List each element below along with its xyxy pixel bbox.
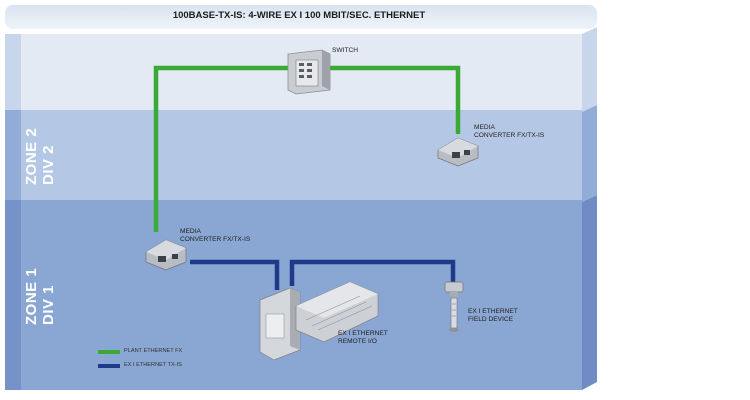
right-side-band-top [582,27,597,112]
converter-left-label: MEDIA CONVERTER FX/TX-IS [180,228,250,244]
left-side-band-zone2 [5,110,21,202]
copper-line-left [190,259,280,290]
copper-line-io-field [289,259,456,286]
zone-1-line1: ZONE 1 [23,267,40,325]
zone-2-label: ZONE 2 DIV 2 [23,127,57,185]
legend-label-copper: EX I ETHERNET TX-IS [124,362,182,368]
switch-device [287,49,331,95]
field-device-label-line1: EX I ETHERNET [468,308,518,315]
fiber-line-right [328,65,461,134]
legend-swatch-fiber [98,350,120,354]
media-converter-right [437,137,479,167]
converter-right-label-line1: MEDIA [474,124,495,131]
converter-left-label-line1: MEDIA [180,228,201,235]
title-bar [5,5,597,29]
legend-label-fiber: PLANT ETHERNET FX [124,348,183,354]
converter-right-label: MEDIA CONVERTER FX/TX-IS [474,124,544,140]
remote-io-label-line2: REMOTE I/O [338,338,377,345]
diagram-title: 100BASE-TX-IS: 4-WIRE EX I 100 MBIT/SEC.… [172,10,426,21]
field-device [444,281,464,332]
converter-left-label-line2: CONVERTER FX/TX-IS [180,236,251,243]
remote-io-label-line1: EX I ETHERNET [338,330,388,337]
right-side-band-zone2 [582,105,597,202]
right-side-band-zone1 [582,195,597,390]
left-side-band-top [5,34,21,112]
converter-right-label-line2: CONVERTER FX/TX-IS [474,132,545,139]
zone-2-band [18,110,582,202]
zone-2-line1: ZONE 2 [23,127,40,185]
fiber-line [153,65,295,232]
zone-2-line2: DIV 2 [40,144,57,185]
switch-label: SWITCH [332,47,359,54]
remote-io-label: EX I ETHERNET REMOTE I/O [338,330,388,346]
zone-1-line2: DIV 1 [40,284,57,325]
left-side-band-zone1 [5,200,21,390]
zone-1-label: ZONE 1 DIV 1 [23,267,57,325]
field-device-label: EX I ETHERNET FIELD DEVICE [468,308,518,324]
remote-io-device [259,281,379,361]
field-device-label-line2: FIELD DEVICE [468,316,514,323]
media-converter-left [145,239,187,271]
legend-swatch-copper [98,364,120,368]
